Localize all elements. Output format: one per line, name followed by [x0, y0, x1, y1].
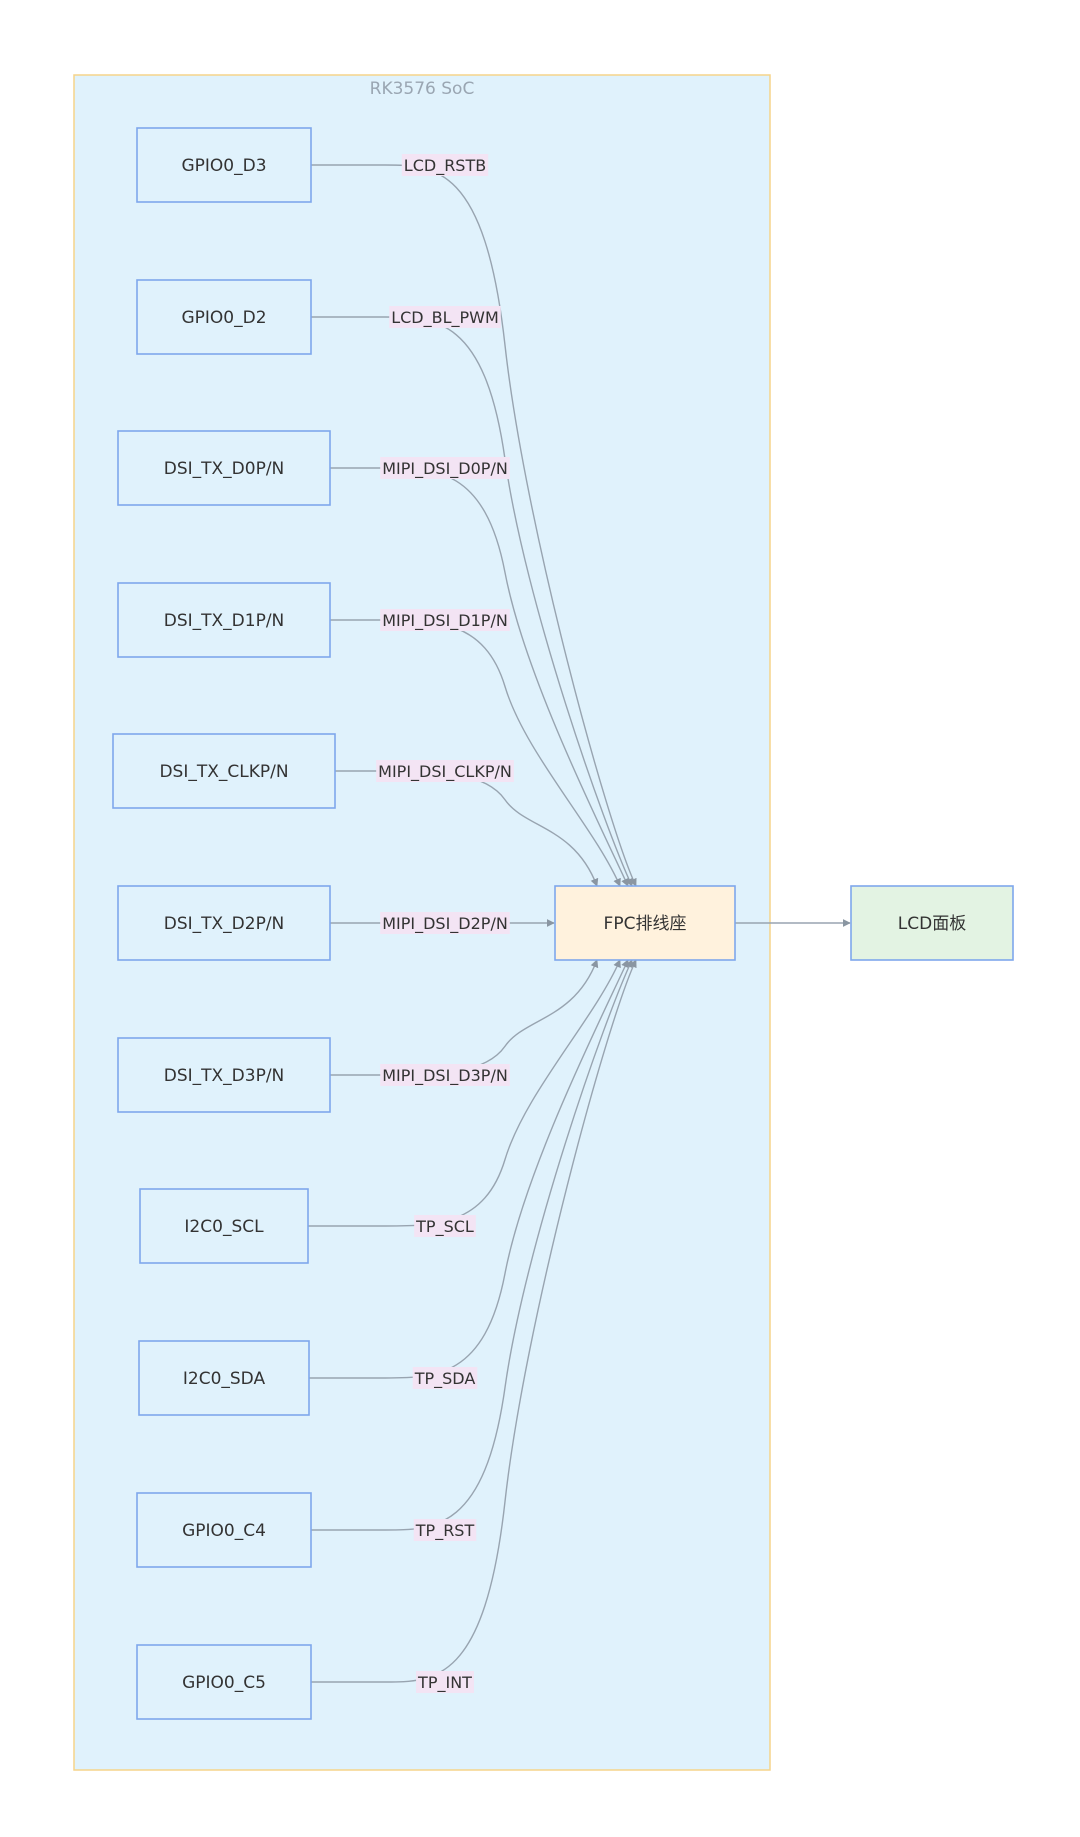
edge-label-background	[414, 1215, 476, 1237]
node-box	[117, 430, 331, 506]
node-box	[138, 1340, 310, 1416]
edge-label-text: MIPI_DSI_D3P/N	[382, 1066, 508, 1086]
edge-label-text: MIPI_DSI_D0P/N	[382, 459, 508, 479]
node-label: DSI_TX_D1P/N	[164, 611, 285, 631]
edge-label-i2c0_sda: TP_SDA	[412, 1367, 478, 1389]
node-box	[117, 582, 331, 658]
edge-label-text: MIPI_DSI_D1P/N	[382, 611, 508, 631]
node-box	[112, 733, 336, 809]
edge-label-text: MIPI_DSI_D2P/N	[382, 914, 508, 934]
node-box	[136, 1492, 312, 1568]
node-box	[117, 885, 331, 961]
node-i2c0_scl: I2C0_SCL	[139, 1188, 309, 1264]
edge-label-text: LCD_BL_PWM	[391, 308, 499, 328]
node-lcd: LCD面板	[850, 885, 1014, 961]
node-gpio0_d3: GPIO0_D3	[136, 127, 312, 203]
node-label: GPIO0_D2	[181, 308, 266, 328]
edge-label-dsi_d0: MIPI_DSI_D0P/N	[380, 457, 510, 479]
edge-label-i2c0_scl: TP_SCL	[414, 1215, 476, 1237]
node-dsi_d1: DSI_TX_D1P/N	[117, 582, 331, 658]
node-box	[136, 1644, 312, 1720]
node-dsi_d3: DSI_TX_D3P/N	[117, 1037, 331, 1113]
node-dsi_d0: DSI_TX_D0P/N	[117, 430, 331, 506]
node-dsi_d2: DSI_TX_D2P/N	[117, 885, 331, 961]
edge-label-dsi_d1: MIPI_DSI_D1P/N	[380, 609, 510, 631]
edge-label-background	[380, 609, 510, 631]
node-gpio0_c4: GPIO0_C4	[136, 1492, 312, 1568]
node-label: GPIO0_C4	[182, 1521, 266, 1541]
node-label: I2C0_SCL	[184, 1217, 264, 1237]
edge-label-dsi_clk: MIPI_DSI_CLKP/N	[376, 760, 514, 782]
edge-labels-layer: LCD_RSTB LCD_BL_PWM MIPI_DSI_D0P/N MIPI_DSI…	[376, 154, 514, 1693]
node-dsi_clk: DSI_TX_CLKP/N	[112, 733, 336, 809]
node-box	[117, 1037, 331, 1113]
edge-label-background	[380, 912, 510, 934]
node-gpio0_d2: GPIO0_D2	[136, 279, 312, 355]
node-label: GPIO0_D3	[181, 156, 266, 176]
node-label: DSI_TX_D3P/N	[164, 1066, 285, 1086]
node-label: DSI_TX_CLKP/N	[159, 762, 288, 782]
node-label: DSI_TX_D2P/N	[164, 914, 285, 934]
edge-label-text: TP_INT	[417, 1673, 472, 1693]
edge-label-background	[376, 760, 514, 782]
node-label: LCD面板	[898, 914, 966, 934]
edge-label-gpio0_d3: LCD_RSTB	[401, 154, 489, 176]
edge-label-text: MIPI_DSI_CLKP/N	[378, 762, 512, 782]
node-box	[136, 279, 312, 355]
node-box	[554, 885, 736, 961]
edge-label-background	[412, 1367, 478, 1389]
node-box	[136, 127, 312, 203]
node-label: DSI_TX_D0P/N	[164, 459, 285, 479]
edge-label-dsi_d2: MIPI_DSI_D2P/N	[380, 912, 510, 934]
edge-label-background	[416, 1671, 474, 1693]
node-label: I2C0_SDA	[183, 1369, 266, 1389]
soc-cluster-title: RK3576 SoC	[370, 79, 475, 99]
edge-label-dsi_d3: MIPI_DSI_D3P/N	[380, 1064, 510, 1086]
edge-label-text: LCD_RSTB	[404, 156, 486, 176]
edge-label-background	[389, 306, 501, 328]
edge-label-text: TP_RST	[415, 1521, 475, 1541]
edge-label-gpio0_c5: TP_INT	[416, 1671, 474, 1693]
edge-label-text: TP_SCL	[415, 1217, 474, 1237]
node-label: FPC排线座	[604, 914, 687, 934]
node-fpc: FPC排线座	[554, 885, 736, 961]
edge-label-gpio0_d2: LCD_BL_PWM	[389, 306, 501, 328]
node-box	[139, 1188, 309, 1264]
node-i2c0_sda: I2C0_SDA	[138, 1340, 310, 1416]
edge-label-gpio0_c4: TP_RST	[413, 1519, 477, 1541]
edge-label-background	[380, 1064, 510, 1086]
edge-label-background	[380, 457, 510, 479]
node-gpio0_c5: GPIO0_C5	[136, 1644, 312, 1720]
edge-label-background	[401, 154, 489, 176]
edge-label-background	[413, 1519, 477, 1541]
node-label: GPIO0_C5	[182, 1673, 266, 1693]
node-box	[850, 885, 1014, 961]
edge-label-text: TP_SDA	[414, 1369, 476, 1389]
